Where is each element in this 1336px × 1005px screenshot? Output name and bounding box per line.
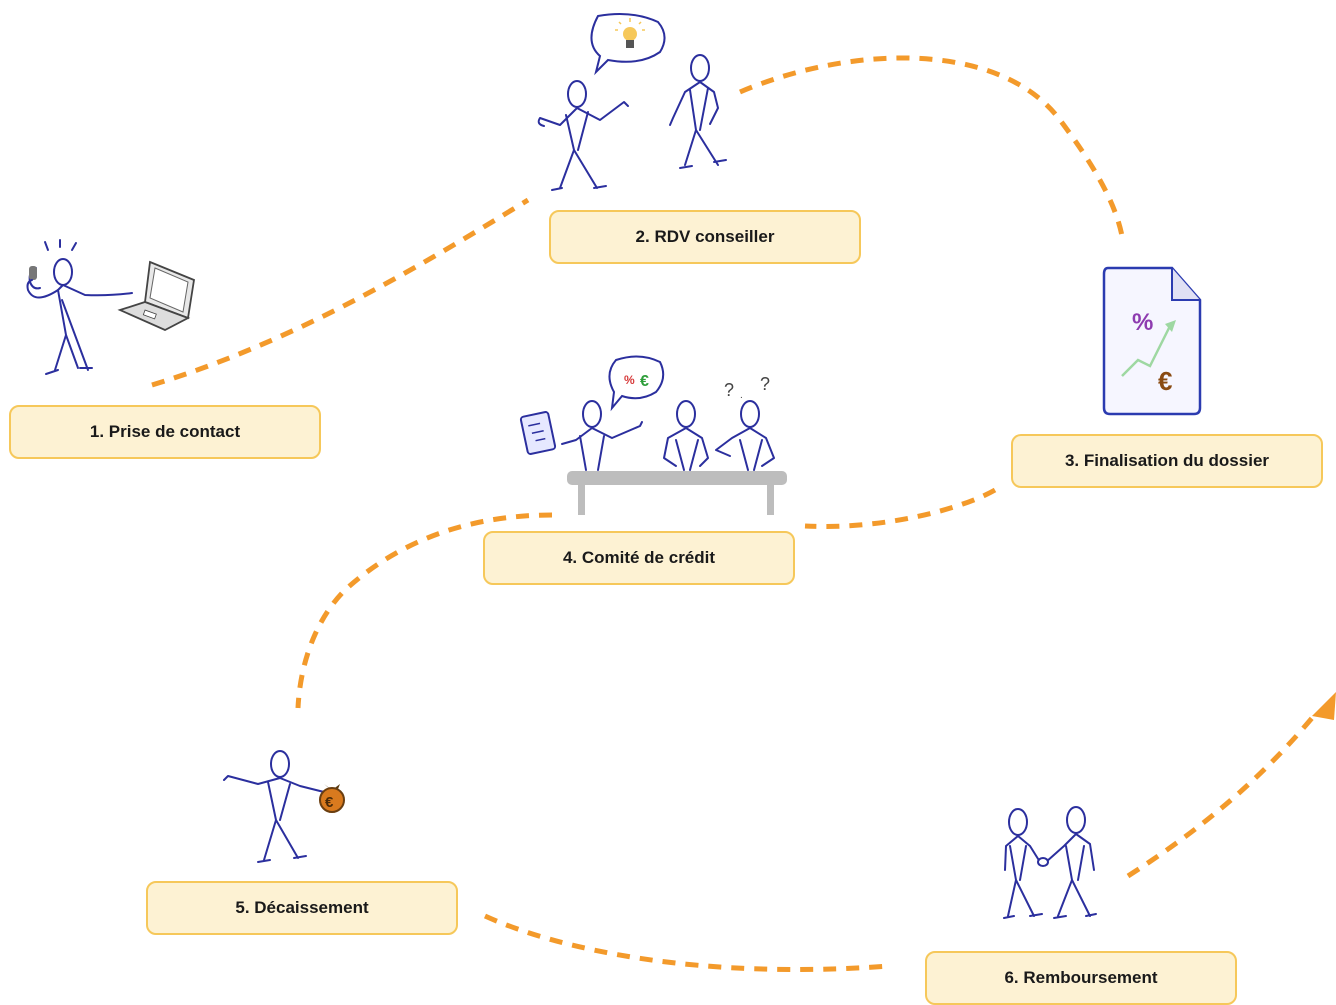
svg-text:€: €: [1158, 366, 1172, 396]
step-4-label: 4. Comité de crédit: [562, 548, 716, 567]
two-people-idea-icon: [537, 13, 727, 191]
step-3-label: 3. Finalisation du dossier: [1064, 451, 1270, 470]
connector-2-3: [739, 55, 1125, 237]
step-2-box: 2. RDV conseiller: [549, 210, 861, 264]
svg-text:€: €: [640, 373, 649, 390]
step-6-box: 6. Remboursement: [925, 951, 1237, 1005]
svg-text:%: %: [624, 373, 635, 387]
step-4-box: 4. Comité de crédit: [483, 531, 795, 585]
svg-text:.: .: [740, 390, 743, 401]
handshake-icon: [1003, 806, 1097, 919]
money-bag-person-icon: €: [223, 750, 345, 863]
committee-table-icon: % € ? ? .: [519, 355, 787, 515]
step-1-label: 1. Prise de contact: [89, 422, 241, 441]
connector-3-4: [804, 487, 997, 529]
connector-5-6: [483, 913, 891, 972]
step-3-box: 3. Finalisation du dossier: [1011, 434, 1323, 488]
connector-6-end: [1126, 716, 1314, 879]
svg-text:?: ?: [724, 380, 734, 400]
arrowhead-icon: [1312, 692, 1336, 720]
phone-laptop-person-icon: [26, 239, 196, 375]
step-6-label: 6. Remboursement: [1004, 968, 1158, 987]
step-1-box: 1. Prise de contact: [9, 405, 321, 459]
svg-text:€: €: [325, 794, 334, 811]
svg-text:?: ?: [760, 374, 770, 394]
connector-1-2: [151, 197, 530, 388]
step-5-label: 5. Décaissement: [235, 898, 369, 917]
document-chart-euro-icon: % €: [1102, 266, 1202, 416]
step-5-box: 5. Décaissement: [146, 881, 458, 935]
connector-4-5: [295, 512, 553, 709]
svg-text:%: %: [1132, 309, 1153, 336]
step-2-label: 2. RDV conseiller: [635, 227, 775, 246]
